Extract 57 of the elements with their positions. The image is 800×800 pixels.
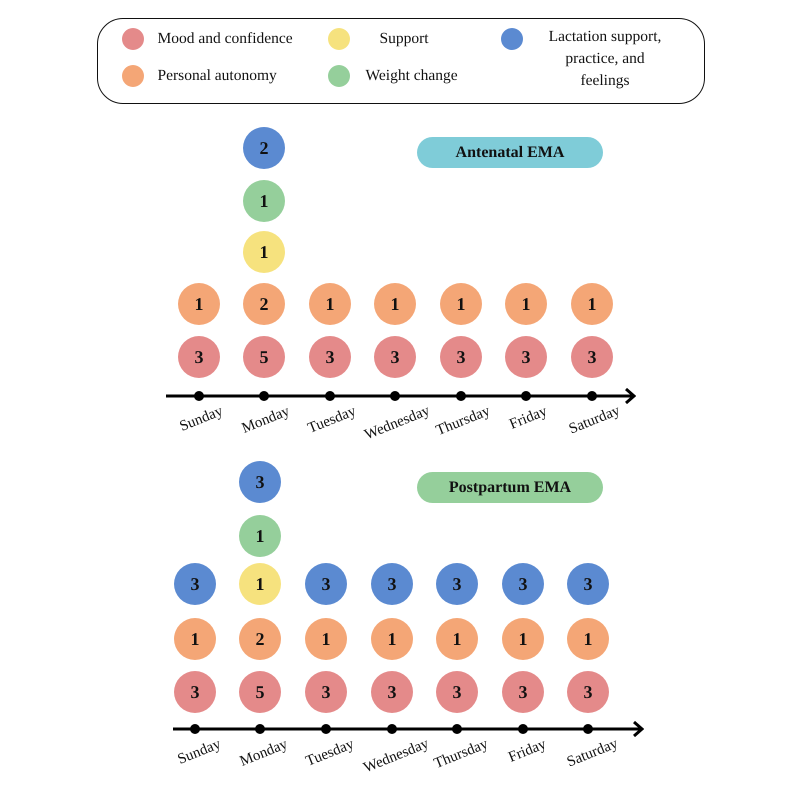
count-circle: 3: [571, 336, 613, 378]
legend-text: Support: [380, 28, 429, 48]
legend-text: Mood and confidence: [158, 28, 293, 48]
day-label: Sunday: [174, 736, 224, 769]
count-circle: 3: [440, 336, 482, 378]
count-circle: 1: [571, 283, 613, 325]
count-circle: 1: [174, 618, 216, 660]
count-circle: 1: [436, 618, 478, 660]
count-circle: 1: [239, 563, 281, 605]
count-circle: 3: [436, 563, 478, 605]
count-circle: 1: [502, 618, 544, 660]
day-label: Monday: [238, 736, 290, 770]
count-circle: 2: [243, 127, 285, 169]
count-circle: 1: [505, 283, 547, 325]
count-circle: 3: [174, 671, 216, 713]
count-circle: 3: [305, 671, 347, 713]
count-circle: 3: [371, 671, 413, 713]
count-circle: 1: [305, 618, 347, 660]
day-label: Friday: [506, 736, 548, 766]
count-circle: 2: [243, 283, 285, 325]
legend-text: Lactation support, practice, and feelings: [548, 26, 662, 90]
count-circle: 1: [567, 618, 609, 660]
count-circle: 3: [309, 336, 351, 378]
count-circle: 3: [305, 563, 347, 605]
day-label: Tuesday: [306, 402, 359, 438]
count-circle: 3: [178, 336, 220, 378]
legend-text: Personal autonomy: [158, 66, 277, 86]
count-circle: 3: [567, 671, 609, 713]
count-circle: 3: [502, 563, 544, 605]
count-circle: 1: [309, 283, 351, 325]
count-circle: 1: [178, 283, 220, 325]
count-circle: 3: [374, 336, 416, 378]
day-label: Sunday: [176, 402, 226, 436]
day-label: Friday: [506, 402, 550, 434]
count-circle: 1: [243, 231, 285, 273]
phase-banner: Postpartum EMA: [417, 472, 603, 503]
count-circle: 1: [440, 283, 482, 325]
phase-banner: Antenatal EMA: [417, 137, 603, 168]
count-circle: 3: [502, 671, 544, 713]
count-circle: 1: [243, 180, 285, 222]
count-circle: 3: [505, 336, 547, 378]
day-label: Saturday: [564, 736, 620, 772]
count-circle: 5: [243, 336, 285, 378]
count-circle: 3: [174, 563, 216, 605]
count-circle: 3: [436, 671, 478, 713]
count-circle: 1: [371, 618, 413, 660]
count-circle: 3: [371, 563, 413, 605]
count-circle: 1: [374, 283, 416, 325]
count-circle: 5: [239, 671, 281, 713]
count-circle: 3: [239, 461, 281, 503]
day-label: Tuesday: [304, 736, 357, 771]
day-label: Monday: [240, 403, 292, 438]
day-label: Saturday: [566, 402, 622, 439]
legend-text: Weight change: [366, 66, 458, 86]
count-circle: 3: [567, 563, 609, 605]
count-circle: 1: [239, 515, 281, 557]
count-circle: 2: [239, 618, 281, 660]
